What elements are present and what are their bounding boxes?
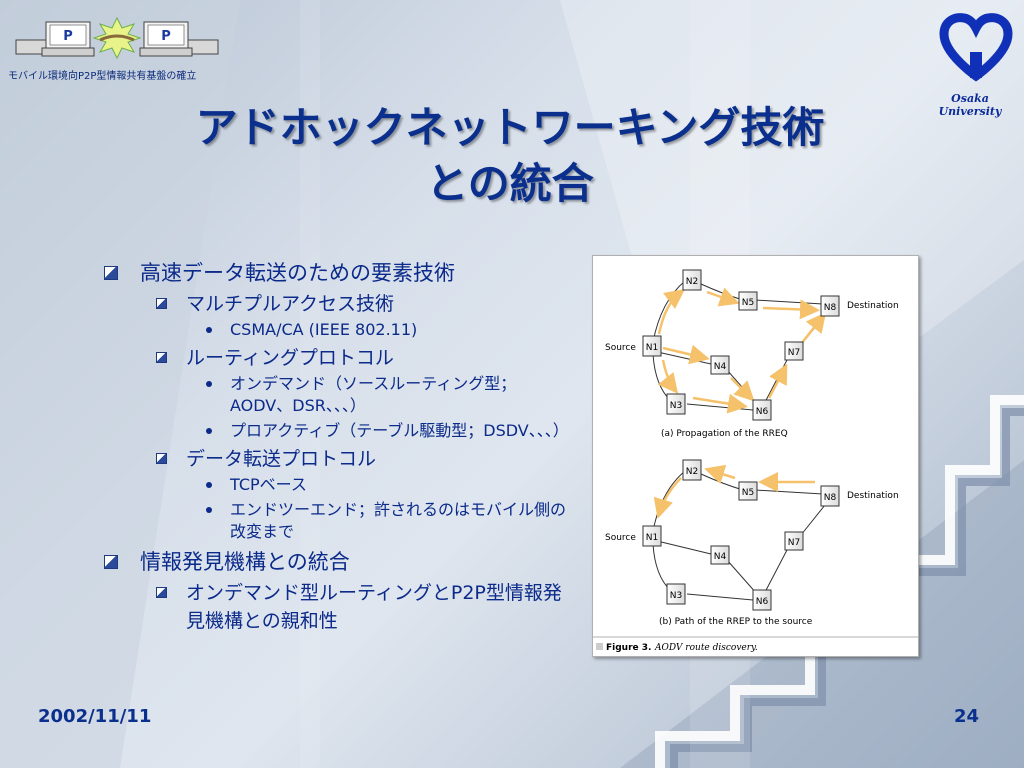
source-label-b: Source <box>605 533 636 543</box>
svg-text:N7: N7 <box>788 538 800 548</box>
bullet-level2: マルチプルアクセス技術 <box>100 290 570 318</box>
node-n4: N4 <box>710 355 730 375</box>
caption-b: (b) Path of the RREP to the source <box>659 617 813 627</box>
svg-text:N3: N3 <box>670 591 682 601</box>
university-emblem-icon <box>939 13 1013 82</box>
slide-title-line1: アドホックネットワーキング技術 <box>195 103 825 152</box>
node-n6: N6 <box>752 399 772 421</box>
aodv-figure: N2 N5 N8 N1 N7 N4 N3 N6 Source Destinati… <box>592 255 919 657</box>
svg-text:N6: N6 <box>756 407 769 417</box>
bullet-level3: オンデマンド（ソースルーティング型；AODV、DSR、、、） <box>100 373 570 417</box>
square-bullet-icon <box>156 298 167 309</box>
node-n1: N1 <box>642 335 662 357</box>
svg-text:N4: N4 <box>714 362 727 372</box>
slide-title-line2: との統合 <box>426 159 594 208</box>
diagram-b-nodes: N2 N5 N8 N1 N7 N4 N3 N6 Source Destinati… <box>605 459 899 627</box>
dot-bullet-icon <box>206 381 212 387</box>
svg-text:N5: N5 <box>742 488 754 498</box>
node-n3: N3 <box>666 583 686 605</box>
square-bullet-icon <box>156 352 167 363</box>
bullet-text: 高速データ転送のための要素技術 <box>140 261 455 285</box>
bullet-level2: データ転送プロトコル <box>100 445 570 473</box>
svg-text:N1: N1 <box>646 343 658 353</box>
p2p-logo-icon: P P <box>15 16 219 60</box>
node-n5: N5 <box>738 291 758 311</box>
bullet-text: オンデマンド型ルーティングとP2P型情報発見機構との親和性 <box>186 582 562 632</box>
bullet-text: ルーティングプロトコル <box>186 347 394 369</box>
slide-title: アドホックネットワーキング技術 との統合 <box>100 100 920 212</box>
dot-bullet-icon <box>206 327 212 333</box>
bullet-text: マルチプルアクセス技術 <box>186 293 395 315</box>
diagram-a-nodes: N2 N5 N8 N1 N7 N4 N3 N6 Source Destinati… <box>605 269 899 439</box>
destination-label-a: Destination <box>847 301 899 311</box>
svg-text:N8: N8 <box>824 493 837 503</box>
bullet-level2: オンデマンド型ルーティングとP2P型情報発見機構との親和性 <box>100 579 570 635</box>
slide-header: P P モバイル環境向P2P型情報共有基盤の確立 Osaka Universit… <box>0 0 1024 118</box>
dot-bullet-icon <box>206 507 212 513</box>
dot-bullet-icon <box>206 428 212 434</box>
bullet-list: 高速データ転送のための要素技術 マルチプルアクセス技術 CSMA/CA (IEE… <box>100 258 570 635</box>
bullet-level2: ルーティングプロトコル <box>100 344 570 372</box>
node-n6: N6 <box>752 589 772 611</box>
project-subtitle: モバイル環境向P2P型情報共有基盤の確立 <box>8 71 197 82</box>
diagram-a-arrows <box>657 287 827 414</box>
bullet-level3: プロアクティブ（テーブル駆動型；DSDV、、、） <box>100 420 570 442</box>
square-bullet-icon <box>156 453 167 464</box>
node-n7: N7 <box>784 531 804 551</box>
bullet-level3: CSMA/CA (IEEE 802.11) <box>100 319 570 341</box>
bullet-text: 情報発見機構との統合 <box>140 550 350 574</box>
bullet-text: オンデマンド（ソースルーティング型；AODV、DSR、、、） <box>230 374 517 415</box>
bullet-level3: エンドツーエンド；許されるのはモバイル側の改変まで <box>100 499 570 543</box>
page-number: 24 <box>954 706 980 727</box>
bullet-text: エンドツーエンド；許されるのはモバイル側の改変まで <box>230 500 567 541</box>
destination-label-b: Destination <box>847 491 899 501</box>
bullet-text: TCPベース <box>230 475 307 494</box>
node-n7: N7 <box>784 341 804 361</box>
bullet-text: CSMA/CA (IEEE 802.11) <box>230 320 418 339</box>
caption-marker-icon <box>596 643 603 650</box>
svg-text:N2: N2 <box>686 277 698 287</box>
figure-caption: AODV route discovery. <box>654 643 758 653</box>
svg-text:N3: N3 <box>670 401 682 411</box>
footer-date: 2002/11/11 <box>38 706 152 727</box>
node-n1: N1 <box>642 525 662 547</box>
bullet-text: プロアクティブ（テーブル駆動型；DSDV、、、） <box>230 421 569 440</box>
caption-a: (a) Propagation of the RREQ <box>661 429 788 439</box>
node-n5: N5 <box>738 481 758 501</box>
aodv-diagram: N2 N5 N8 N1 N7 N4 N3 N6 Source Destinati… <box>593 269 918 653</box>
svg-text:N4: N4 <box>714 552 727 562</box>
logo-letter-left: P <box>63 29 73 44</box>
node-n3: N3 <box>666 393 686 415</box>
svg-text:N7: N7 <box>788 348 800 358</box>
node-n8: N8 <box>820 485 840 507</box>
svg-text:N5: N5 <box>742 298 754 308</box>
node-n2: N2 <box>682 459 702 481</box>
node-n4: N4 <box>710 545 730 565</box>
source-label-a: Source <box>605 343 636 353</box>
svg-text:N1: N1 <box>646 533 658 543</box>
square-bullet-icon <box>104 555 118 569</box>
bullet-level3: TCPベース <box>100 474 570 496</box>
bullet-level1: 情報発見機構との統合 <box>100 547 570 577</box>
node-n8: N8 <box>820 295 840 317</box>
svg-text:N8: N8 <box>824 303 837 313</box>
square-bullet-icon <box>156 587 167 598</box>
diagram-b-arrows <box>653 464 815 519</box>
dot-bullet-icon <box>206 482 212 488</box>
bullet-level1: 高速データ転送のための要素技術 <box>100 258 570 288</box>
svg-text:N6: N6 <box>756 597 769 607</box>
logo-letter-right: P <box>161 29 171 44</box>
svg-text:N2: N2 <box>686 467 698 477</box>
university-name: Osaka University <box>938 92 1002 118</box>
bullet-text: データ転送プロトコル <box>186 448 377 470</box>
node-n2: N2 <box>682 269 702 291</box>
square-bullet-icon <box>104 266 118 280</box>
figure-number: Figure 3. <box>606 643 651 653</box>
